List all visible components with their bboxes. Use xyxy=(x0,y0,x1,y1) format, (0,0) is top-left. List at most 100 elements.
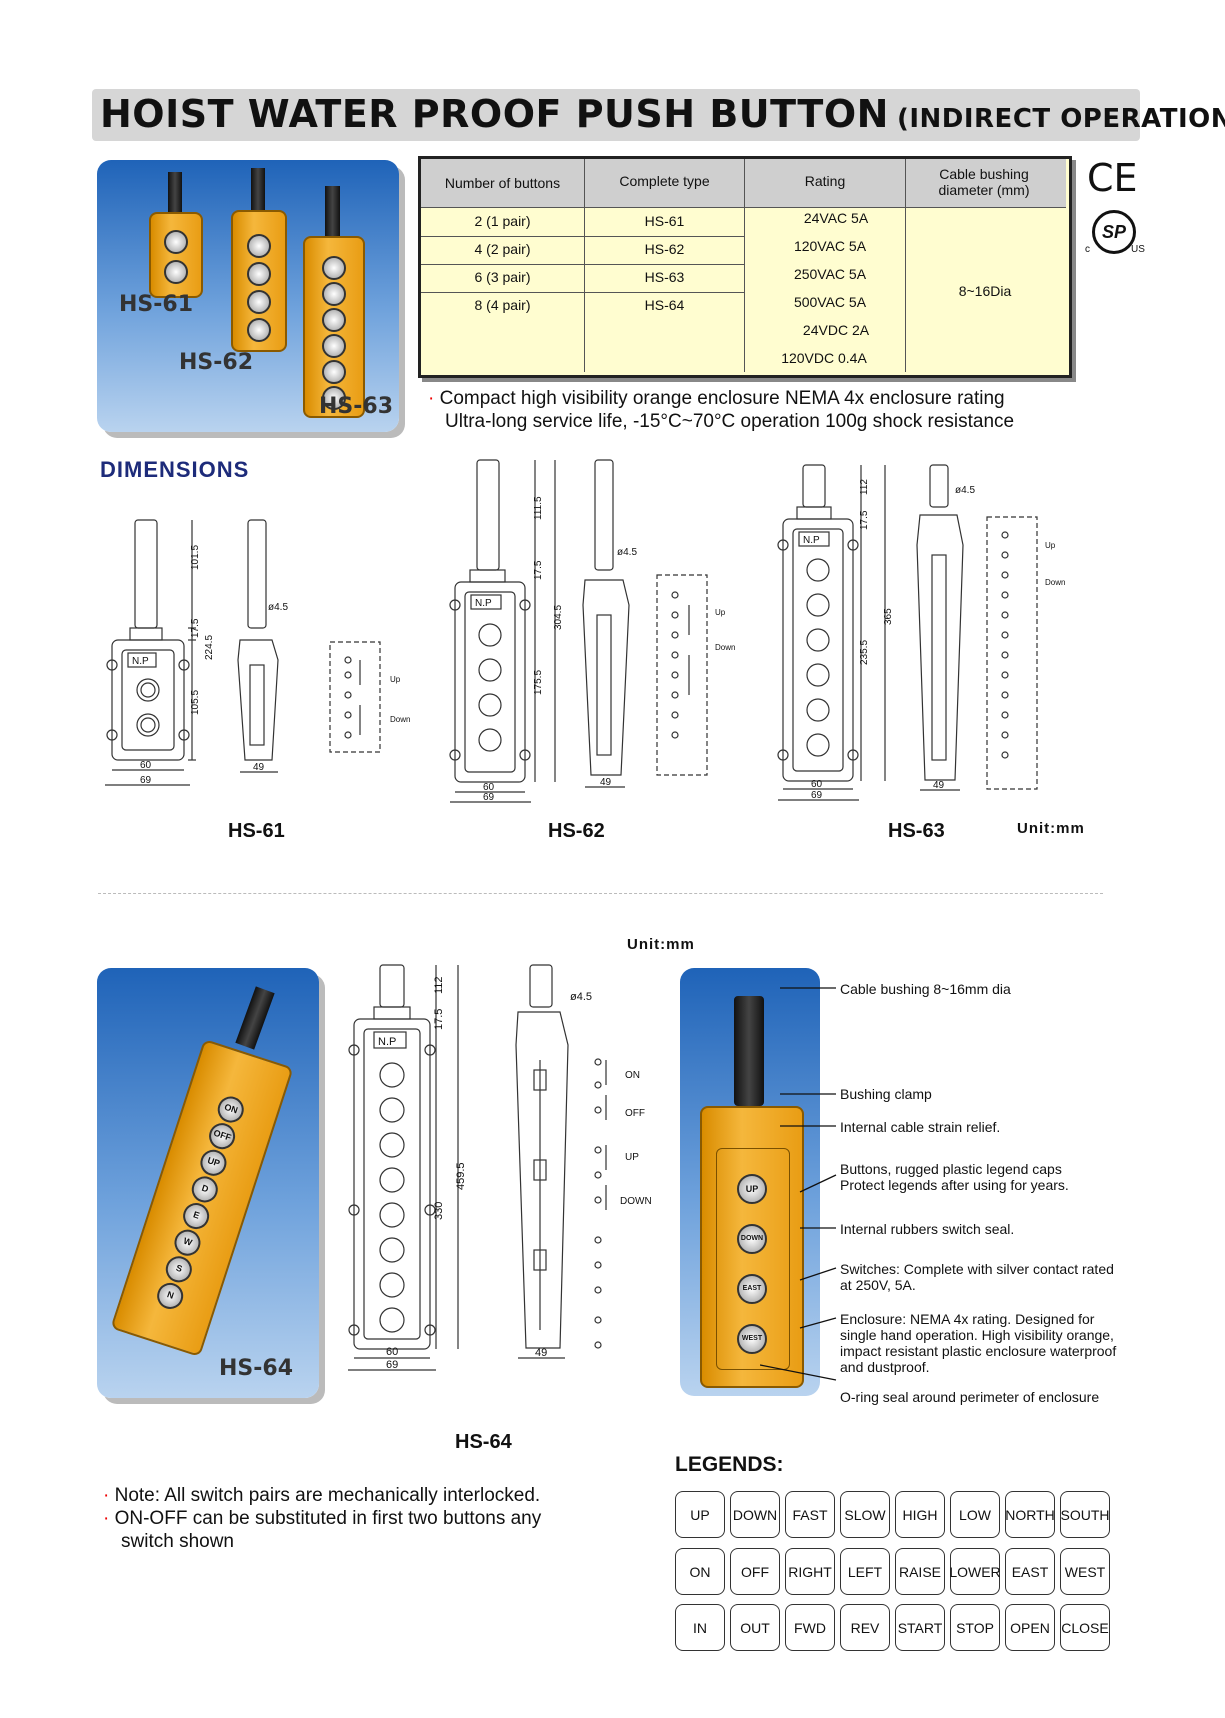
callout-switches-1: Switches: Complete with silver contact r… xyxy=(840,1261,1114,1277)
legend-cell: DOWN xyxy=(730,1491,780,1538)
drawing-hs63: 112 17.5 365 235.5 60 69 49 ø4.5 N.P Up … xyxy=(777,464,1065,801)
th-rating: Rating xyxy=(804,173,846,189)
button-icon xyxy=(322,256,346,280)
photo-label-hs62: HS-62 xyxy=(179,350,254,375)
dim-hs64-side: 49 xyxy=(535,1347,547,1359)
button-icon xyxy=(322,282,346,306)
title-main-text: HOIST WATER PROOF PUSH BUTTON xyxy=(100,92,889,136)
button-icon: W xyxy=(171,1226,204,1260)
button-icon xyxy=(164,260,188,284)
dim-hs63-d4: 235.5 xyxy=(859,640,870,665)
legend-cell: RAISE xyxy=(895,1548,945,1595)
switch-down-hs61: Down xyxy=(390,715,410,724)
dimensions-title: DIMENSIONS xyxy=(100,457,250,482)
dim-hs64-w2: 69 xyxy=(386,1359,398,1371)
callout-oring: O-ring seal around perimeter of enclosur… xyxy=(840,1389,1100,1405)
dim-hs63-d2: 17.5 xyxy=(859,510,870,530)
legend-cell: ON xyxy=(675,1548,725,1595)
photo-label-hs64: HS-64 xyxy=(219,1356,294,1381)
cable-callout xyxy=(734,996,764,1106)
button-icon: WEST xyxy=(737,1324,767,1354)
cell-rating-3: 250VAC 5A xyxy=(793,266,867,282)
button-icon: N xyxy=(153,1279,187,1313)
dim-label-hs62: HS-62 xyxy=(548,820,605,842)
cell-type-1: HS-61 xyxy=(644,213,685,229)
title-bar xyxy=(92,89,1140,141)
cell-buttons-3: 6 (3 pair) xyxy=(474,269,531,285)
legend-cell: NORTH xyxy=(1005,1491,1055,1538)
legend-cell: OFF xyxy=(730,1548,780,1595)
dim-label-hs63: HS-63 xyxy=(888,820,945,842)
cell-bushing: 8~16Dia xyxy=(958,283,1012,299)
np-plate-hs62: N.P xyxy=(475,598,492,609)
cell-rating-5: 24VDC 2A xyxy=(802,322,870,338)
dim-hs63-side: 49 xyxy=(933,780,945,791)
legend-cell: FAST xyxy=(785,1491,835,1538)
callout-strain-relief: Internal cable strain relief. xyxy=(840,1119,1001,1135)
cell-type-2: HS-62 xyxy=(644,241,685,257)
button-icon: S xyxy=(162,1252,196,1286)
button-icon xyxy=(322,308,346,332)
switch-on-hs64: ON xyxy=(625,1070,640,1081)
cell-buttons-4: 8 (4 pair) xyxy=(474,297,531,313)
cell-buttons-2: 4 (2 pair) xyxy=(474,241,531,257)
legend-cell: REV xyxy=(840,1604,890,1651)
note-text-2: ON-OFF can be substituted in first two b… xyxy=(114,1508,542,1529)
button-icon xyxy=(247,234,271,258)
dim-hs62-d4: 175.5 xyxy=(533,670,544,695)
table-divider xyxy=(584,159,585,372)
dim-hs61-d2: 17.5 xyxy=(190,618,201,638)
dim-hs61-d1: 101.5 xyxy=(190,545,201,570)
pendant-hs62 xyxy=(231,210,287,352)
legend-cell: CLOSE xyxy=(1060,1604,1110,1651)
bullet-icon: · xyxy=(103,1485,115,1506)
button-icon xyxy=(164,230,188,254)
product-photo-callout: UP DOWN EAST WEST xyxy=(680,968,820,1396)
button-icon: DOWN xyxy=(737,1224,767,1254)
dim-hs62-hole: ø4.5 xyxy=(617,547,637,558)
csa-c-mark: c xyxy=(1085,244,1090,255)
th-bushing: Cable bushing diameter (mm) xyxy=(938,166,1030,198)
legend-cell: LOWER xyxy=(949,1548,1001,1595)
note-line-2: · ON-OFF can be substituted in first two… xyxy=(103,1507,541,1530)
dim-hs62-d1: 111.5 xyxy=(533,496,544,520)
table-divider xyxy=(421,264,744,265)
switch-down-hs64: DOWN xyxy=(620,1196,652,1207)
np-plate-hs61: N.P xyxy=(132,656,149,667)
drawing-hs62: 111.5 17.5 304.5 175.5 60 69 49 ø4.5 N.P… xyxy=(449,459,735,803)
feature-text-1: Compact high visibility orange enclosure… xyxy=(439,388,1005,409)
table-divider xyxy=(421,292,744,293)
dim-hs63-hole: ø4.5 xyxy=(955,485,975,496)
page-title: HOIST WATER PROOF PUSH BUTTON(INDIRECT O… xyxy=(100,92,1225,136)
cell-buttons-1: 2 (1 pair) xyxy=(474,213,531,229)
dim-hs62-side: 49 xyxy=(600,777,612,788)
unit-label-top: Unit:mm xyxy=(1017,820,1085,837)
dim-hs63-w2: 69 xyxy=(811,790,823,801)
cable-hs61 xyxy=(168,172,182,214)
legend-cell: FWD xyxy=(785,1604,835,1651)
legend-cell: START xyxy=(895,1604,945,1651)
switch-up-hs64: UP xyxy=(625,1152,639,1163)
dim-hs64-d2: 17.5 xyxy=(433,1009,445,1030)
feature-line-1: · Compact high visibility orange enclosu… xyxy=(428,388,1005,410)
button-icon: ON xyxy=(214,1093,248,1126)
csa-logo-icon: SP xyxy=(1092,210,1136,254)
button-icon: D xyxy=(188,1173,222,1206)
legend-cell: WEST xyxy=(1060,1548,1110,1595)
dim-label-hs61: HS-61 xyxy=(228,820,285,842)
np-plate-hs63: N.P xyxy=(803,535,820,546)
legend-cell: LOW xyxy=(950,1491,1000,1538)
legend-cell: RIGHT xyxy=(785,1548,835,1595)
note-line-1: · Note: All switch pairs are mechanicall… xyxy=(103,1484,540,1507)
switch-up-hs63: Up xyxy=(1045,541,1056,550)
dim-hs61-w2: 69 xyxy=(140,775,152,786)
drawing-label-hs64: HS-64 xyxy=(455,1431,512,1453)
feature-line-2: Ultra-long service life, -15°C~70°C oper… xyxy=(445,411,1015,432)
csa-us-mark: US xyxy=(1131,244,1145,255)
callout-enclosure-1: Enclosure: NEMA 4x rating. Designed for xyxy=(840,1311,1095,1327)
dim-hs64-hole: ø4.5 xyxy=(570,991,592,1003)
cable-hs62 xyxy=(251,168,265,212)
button-icon: OFF xyxy=(205,1119,239,1153)
button-icon xyxy=(247,290,271,314)
table-divider xyxy=(744,159,745,372)
